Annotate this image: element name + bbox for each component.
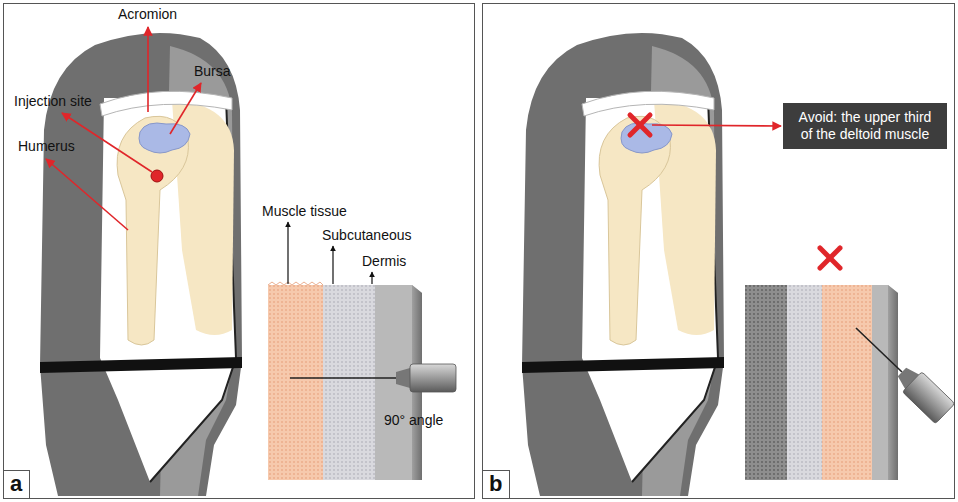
- angle-label: 90° angle: [384, 412, 443, 429]
- tissue-layers-part: [268, 282, 323, 285]
- syringe-part: [290, 377, 396, 379]
- leader-line: [652, 125, 781, 126]
- leader-lines-part: [147, 27, 149, 112]
- tissue-layers-part: [872, 285, 898, 480]
- red-cross-part: [820, 248, 840, 268]
- syringe-part: [856, 328, 902, 372]
- tissue-arrows-part: [287, 222, 288, 284]
- syringe-part: [902, 372, 955, 424]
- panel-frame: b Avoid: the upper third of the deltoid m…: [482, 3, 955, 499]
- panel-letter: a: [4, 470, 30, 498]
- tissue-layers-part: [888, 285, 898, 480]
- injection-dot: [151, 170, 163, 182]
- red-cross: [820, 248, 840, 268]
- part-label: Injection site: [14, 93, 92, 110]
- syringe-part: [892, 362, 955, 424]
- part-label: Humerus: [18, 138, 75, 155]
- leader-lines-part: [170, 83, 201, 134]
- tissue-layers-part: [787, 285, 822, 480]
- layer-label: Dermis: [362, 253, 406, 270]
- part-label: Acromion: [118, 6, 177, 23]
- shoulder-figure-part: [522, 33, 724, 496]
- shoulder-figure: [522, 33, 724, 496]
- tissue-layers: [745, 285, 898, 480]
- red-cross-part: [820, 248, 840, 268]
- red-cross: [630, 115, 650, 135]
- tissue-layers-part: [323, 285, 375, 480]
- layer-label: Muscle tissue: [262, 203, 347, 220]
- syringe: [290, 364, 456, 392]
- callout-box: Avoid: the upper third of the deltoid mu…: [783, 103, 947, 149]
- leader-lines-part: [62, 113, 152, 172]
- red-cross-part: [630, 115, 650, 135]
- tissue-layers-part: [822, 285, 872, 480]
- warning-text: Avoid: the upper third of the deltoid mu…: [791, 109, 939, 143]
- syringe: [856, 328, 955, 424]
- tissue-layers-part: [745, 285, 787, 480]
- layer-label: Subcutaneous: [322, 227, 412, 244]
- tissue-layers: [268, 282, 422, 480]
- tissue-arrows-part: [371, 272, 372, 284]
- leader-lines-part: [46, 159, 128, 230]
- syringe-part: [396, 368, 410, 388]
- syringe-part: [410, 364, 456, 392]
- part-label: Bursa: [194, 63, 231, 80]
- tissue-arrows-part: [332, 246, 333, 284]
- tissue-layers-part: [268, 285, 323, 480]
- leader-lines: [46, 27, 201, 230]
- red-cross-part: [630, 115, 650, 135]
- panel-letter: b: [483, 470, 510, 498]
